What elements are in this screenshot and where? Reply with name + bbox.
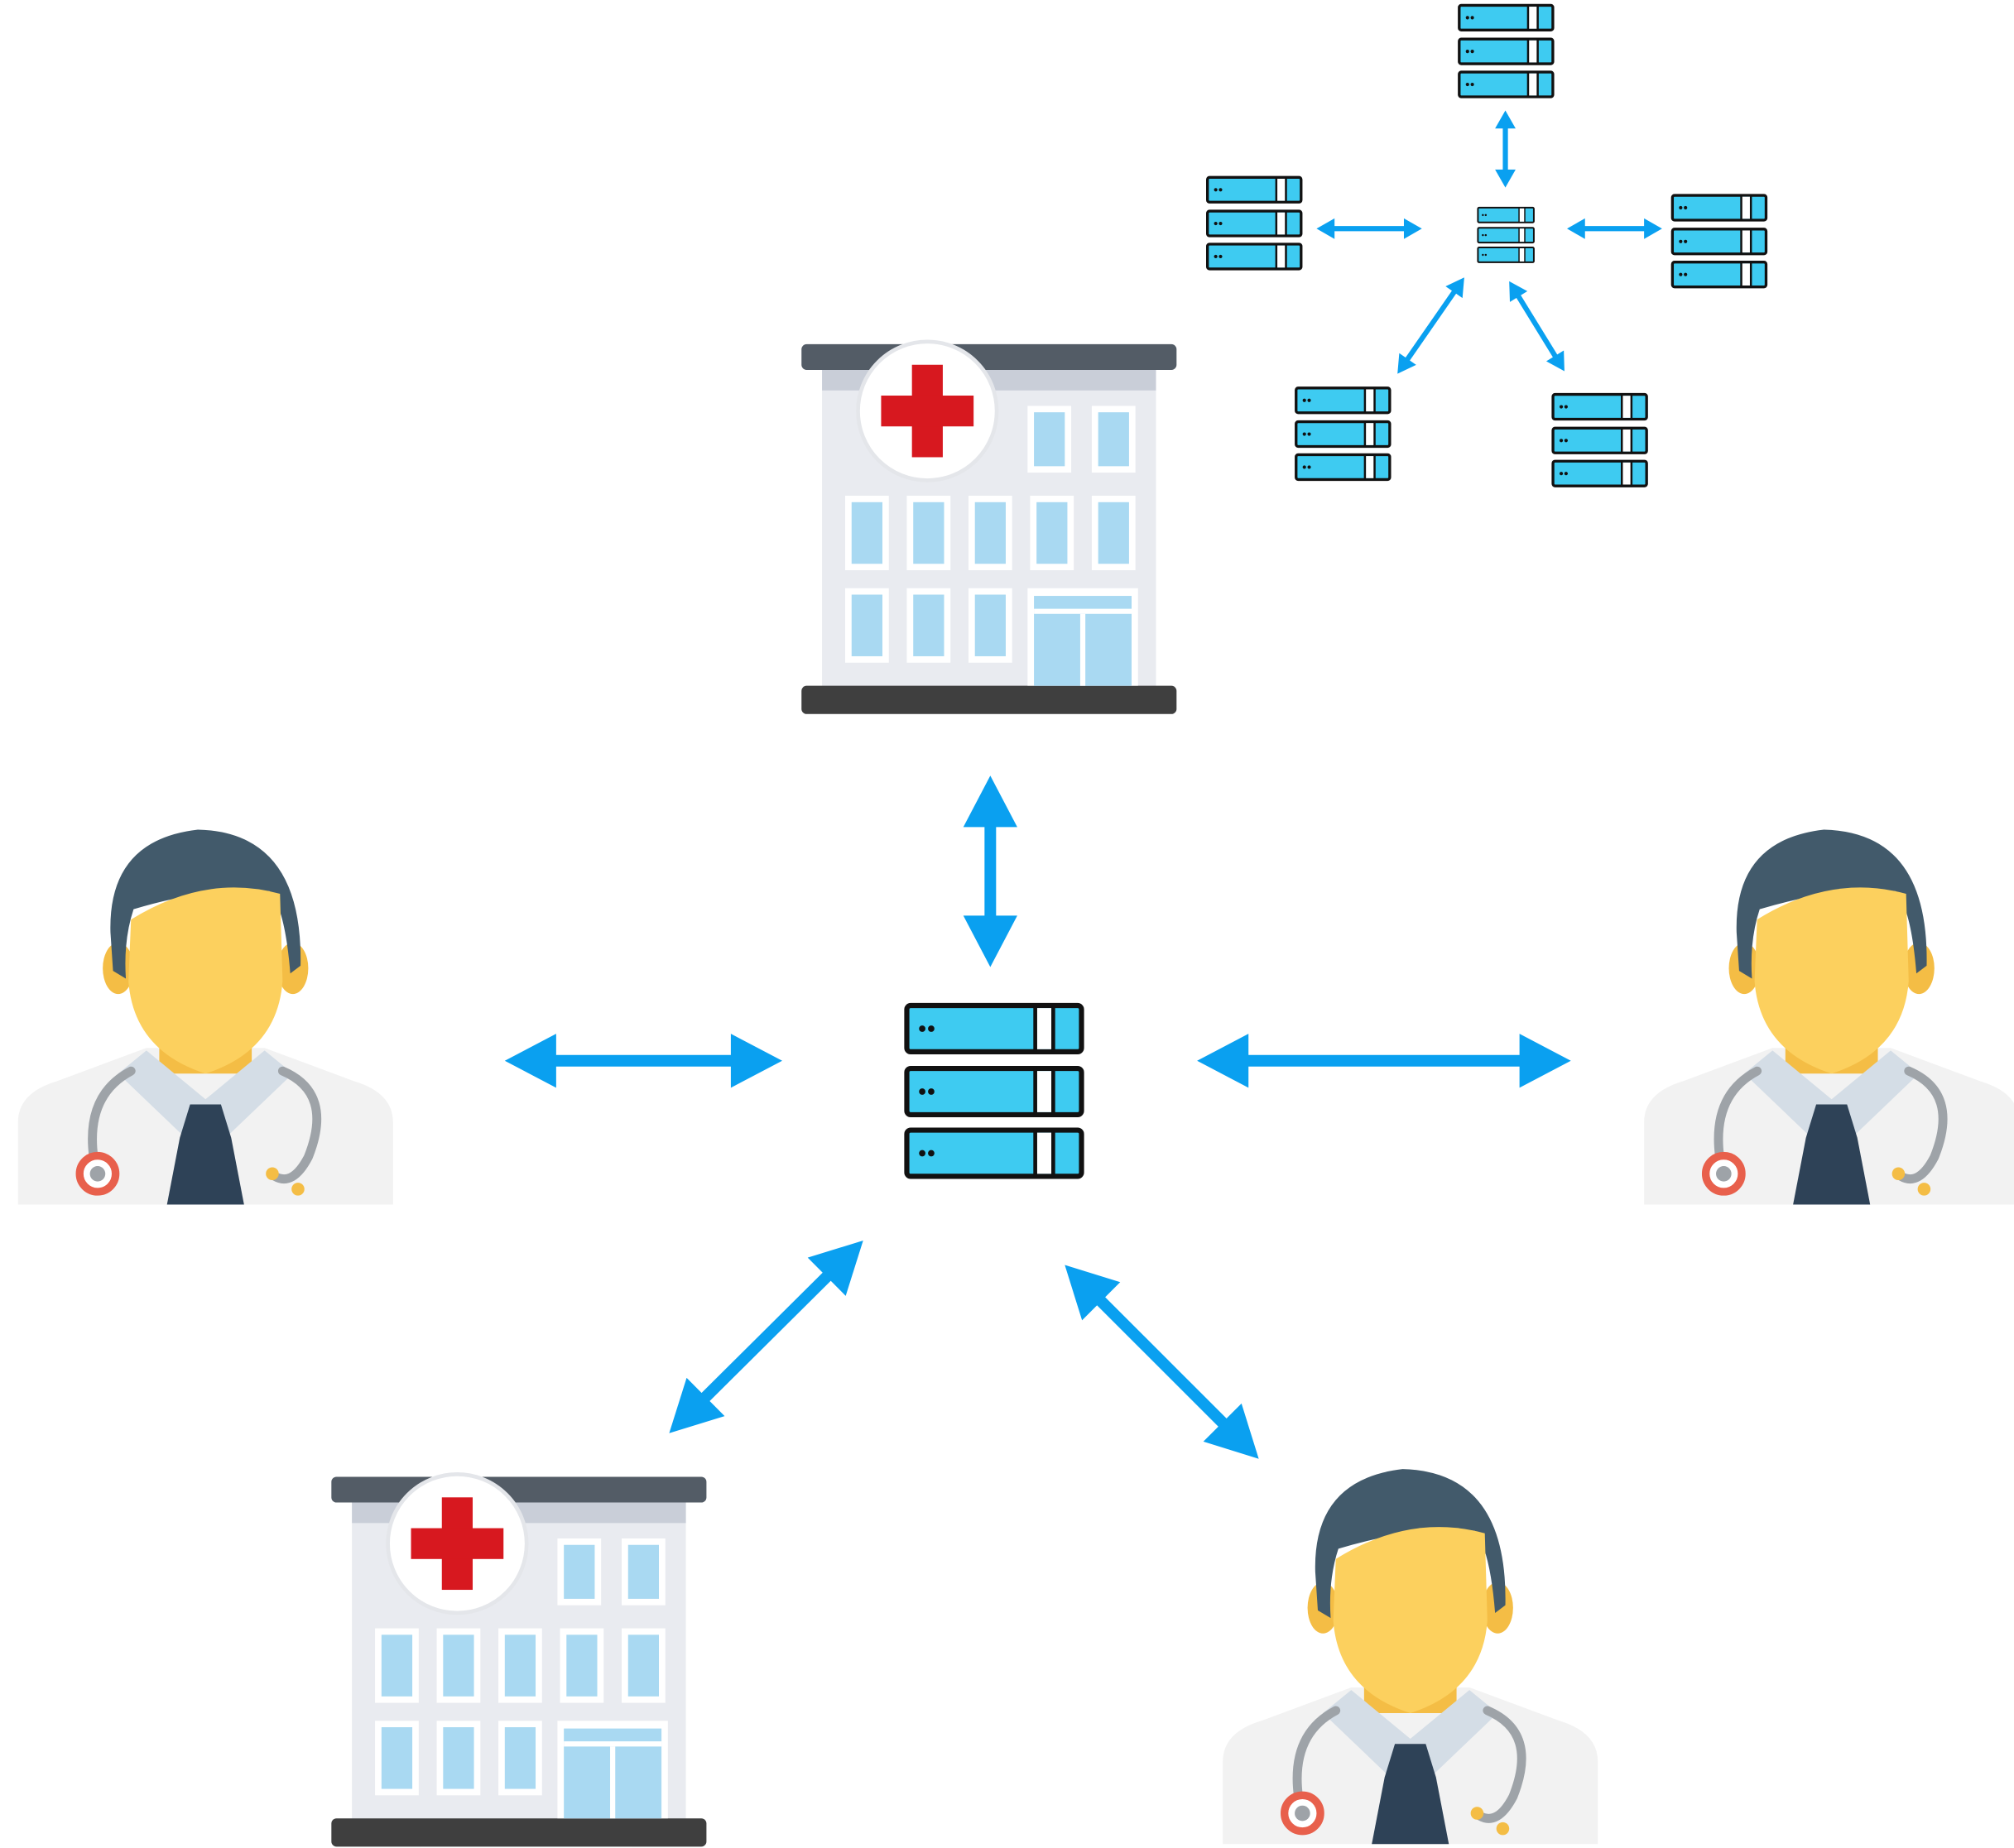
arrow-server-hospital-bottom-head-start bbox=[807, 1240, 863, 1296]
arrow-server-hospital-top-head-end bbox=[963, 915, 1017, 967]
arrow-mini-left-head-end bbox=[1403, 218, 1422, 239]
arrow-server-hospital-bottom bbox=[669, 1240, 863, 1433]
arrow-server-doctor-left-head-end bbox=[730, 1034, 782, 1088]
arrow-mini-bottom-left-head-start bbox=[1445, 277, 1464, 299]
arrow-mini-top bbox=[1495, 110, 1516, 188]
arrow-mini-bottom-right-head-end bbox=[1545, 350, 1565, 372]
mini-hub-server-icon bbox=[1477, 206, 1535, 263]
arrow-mini-bottom-right-shaft bbox=[1515, 293, 1559, 360]
mini-server-left-icon bbox=[1206, 175, 1303, 271]
arrow-server-doctor-right-head-end bbox=[1519, 1034, 1571, 1088]
central-server-icon bbox=[906, 1006, 1081, 1176]
arrow-server-doctor-bottom bbox=[1065, 1265, 1259, 1459]
arrow-mini-top-head-start bbox=[1495, 110, 1516, 129]
arrow-mini-right-head-start bbox=[1567, 218, 1585, 239]
doctor-right-icon bbox=[1644, 829, 2014, 1204]
arrow-mini-bottom-left bbox=[1397, 277, 1464, 374]
arrow-layer bbox=[504, 110, 1662, 1459]
doctor-left-icon bbox=[18, 829, 393, 1204]
arrow-server-hospital-bottom-head-end bbox=[669, 1377, 725, 1433]
mini-server-top-icon bbox=[1458, 3, 1555, 98]
arrow-mini-right-head-end bbox=[1644, 218, 1662, 239]
arrow-server-doctor-left bbox=[504, 1034, 782, 1088]
mini-server-bottom-left-icon bbox=[1295, 386, 1392, 482]
arrow-server-doctor-bottom-head-start bbox=[1065, 1265, 1121, 1321]
hospital-bottom-icon bbox=[331, 1474, 706, 1846]
arrow-server-doctor-right-head-start bbox=[1197, 1034, 1249, 1088]
arrow-server-doctor-bottom-head-end bbox=[1203, 1403, 1259, 1459]
arrow-server-hospital-top bbox=[963, 775, 1017, 967]
hospital-top-icon bbox=[801, 342, 1176, 714]
mini-server-bottom-right-icon bbox=[1551, 392, 1648, 487]
arrow-mini-bottom-left-head-end bbox=[1397, 353, 1416, 374]
arrow-mini-bottom-left-shaft bbox=[1404, 288, 1458, 363]
arrow-mini-left bbox=[1316, 218, 1422, 239]
arrow-mini-bottom-right bbox=[1509, 281, 1565, 372]
mini-server-right-icon bbox=[1670, 194, 1768, 289]
arrow-server-hospital-bottom-shaft bbox=[699, 1270, 833, 1404]
arrow-mini-top-head-end bbox=[1495, 169, 1516, 188]
arrow-server-doctor-bottom-shaft bbox=[1095, 1295, 1228, 1429]
arrow-server-hospital-top-head-start bbox=[963, 775, 1017, 828]
arrow-mini-left-head-start bbox=[1316, 218, 1335, 239]
doctor-bottom-icon bbox=[1223, 1469, 1598, 1844]
arrow-mini-bottom-right-head-start bbox=[1509, 281, 1528, 302]
arrow-mini-right bbox=[1567, 218, 1662, 239]
arrow-server-doctor-left-head-start bbox=[504, 1034, 556, 1088]
arrow-server-doctor-right bbox=[1197, 1034, 1571, 1088]
